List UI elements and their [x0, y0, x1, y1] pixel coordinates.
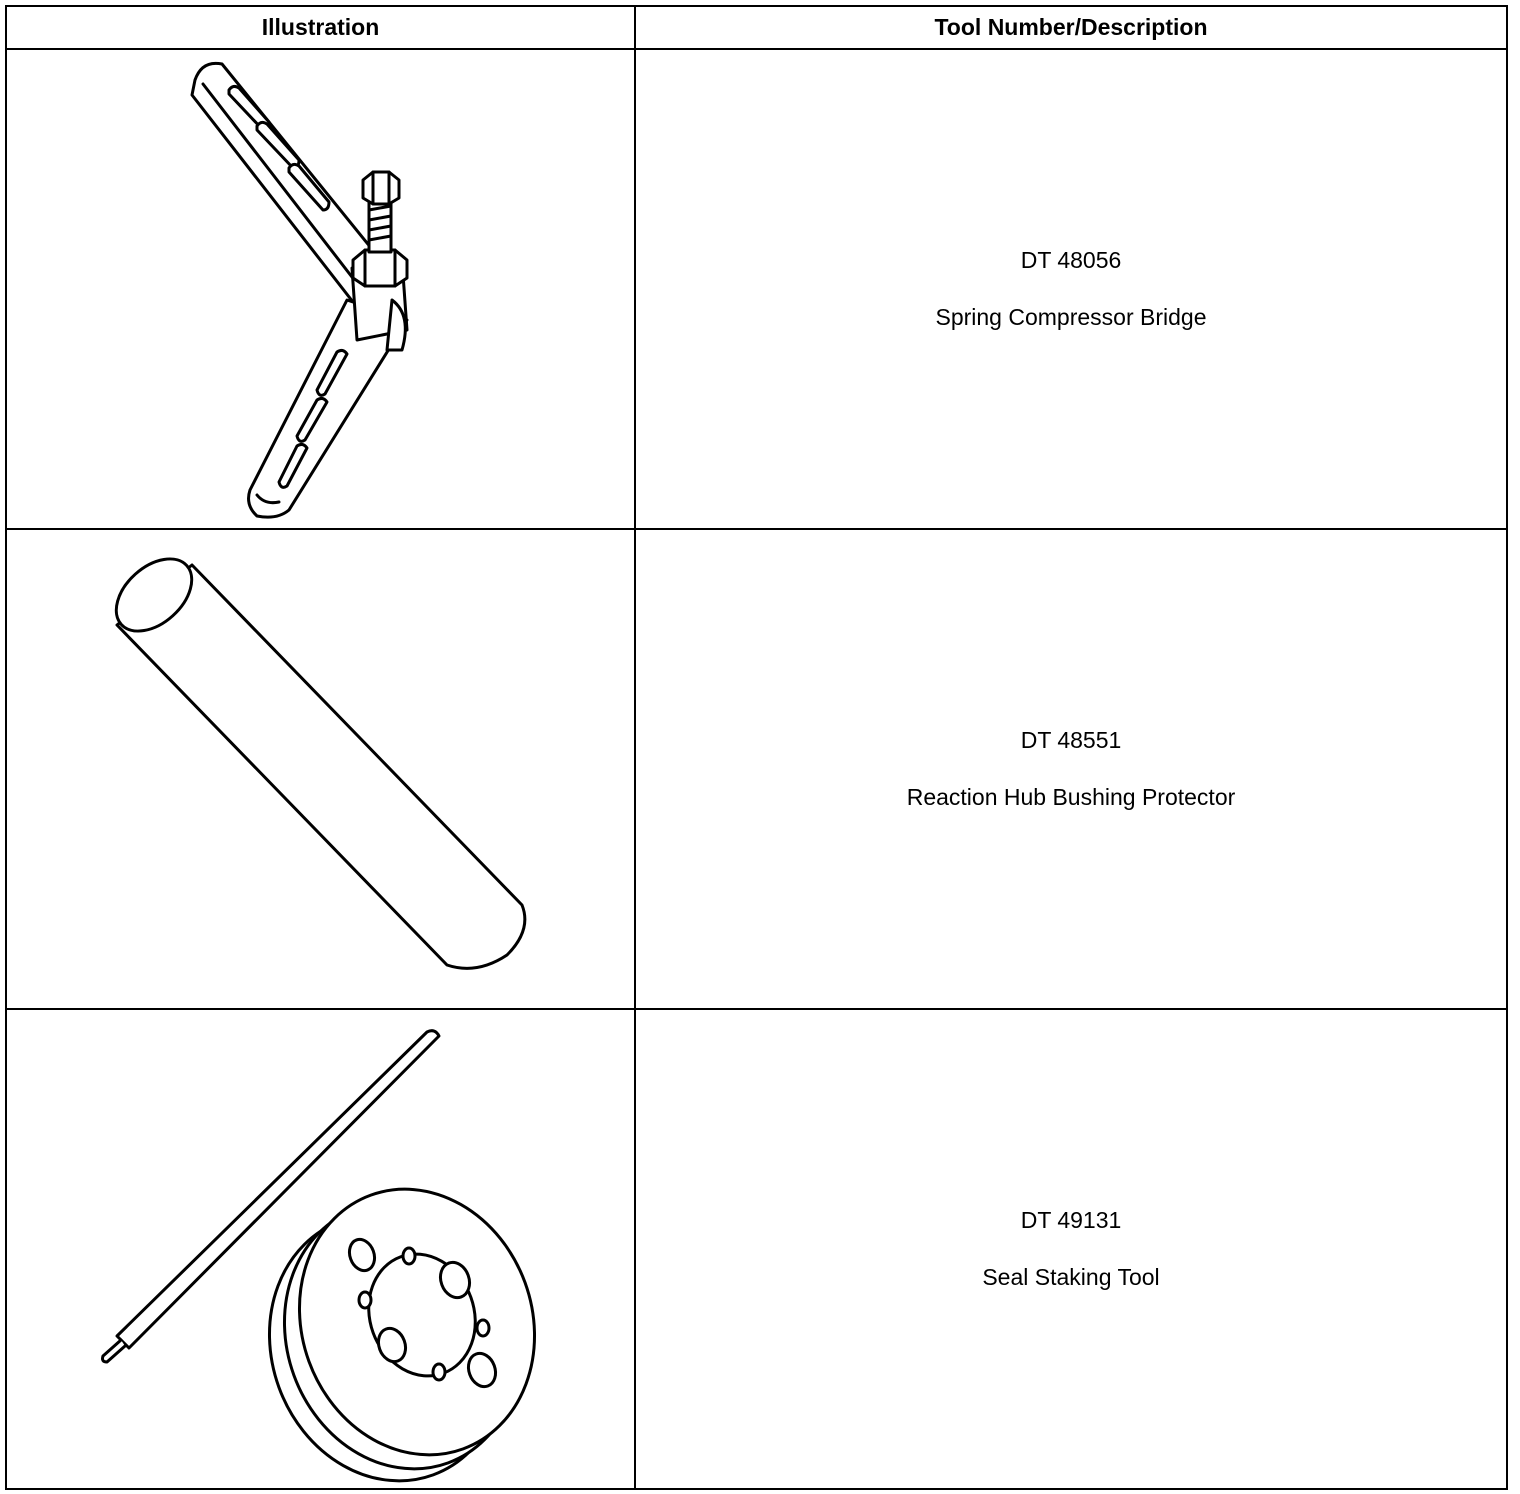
tool-number: DT 48551: [1020, 727, 1122, 753]
header-tool-number-description: Tool Number/Description: [634, 5, 1508, 50]
spring-compressor-bridge-icon: [190, 61, 409, 519]
special-tools-table: Illustration Tool Number/Description: [5, 5, 1508, 1490]
table-row: DT 49131 Seal Staking Tool: [5, 1008, 1508, 1490]
tool-description: Seal Staking Tool: [982, 1264, 1160, 1290]
illustration-cell: [5, 1008, 636, 1490]
bushing-protector-icon: [114, 557, 527, 970]
tool-number: DT 48056: [1020, 247, 1122, 273]
seal-staking-tool-icon: [101, 1029, 537, 1483]
tool-description-cell: DT 48551 Reaction Hub Bushing Protector: [634, 528, 1508, 1010]
table-row: DT 48056 Spring Compressor Bridge: [5, 48, 1508, 530]
header-illustration: Illustration: [5, 5, 636, 50]
tool-description: Spring Compressor Bridge: [935, 304, 1207, 330]
illustration-cell: [5, 48, 636, 530]
table-row: DT 48551 Reaction Hub Bushing Protector: [5, 528, 1508, 1010]
tool-description: Reaction Hub Bushing Protector: [906, 784, 1236, 810]
tool-description-cell: DT 49131 Seal Staking Tool: [634, 1008, 1508, 1490]
tool-number: DT 49131: [1020, 1207, 1122, 1233]
table-header-row: Illustration Tool Number/Description: [5, 5, 1508, 50]
tool-description-cell: DT 48056 Spring Compressor Bridge: [634, 48, 1508, 530]
illustration-cell: [5, 528, 636, 1010]
